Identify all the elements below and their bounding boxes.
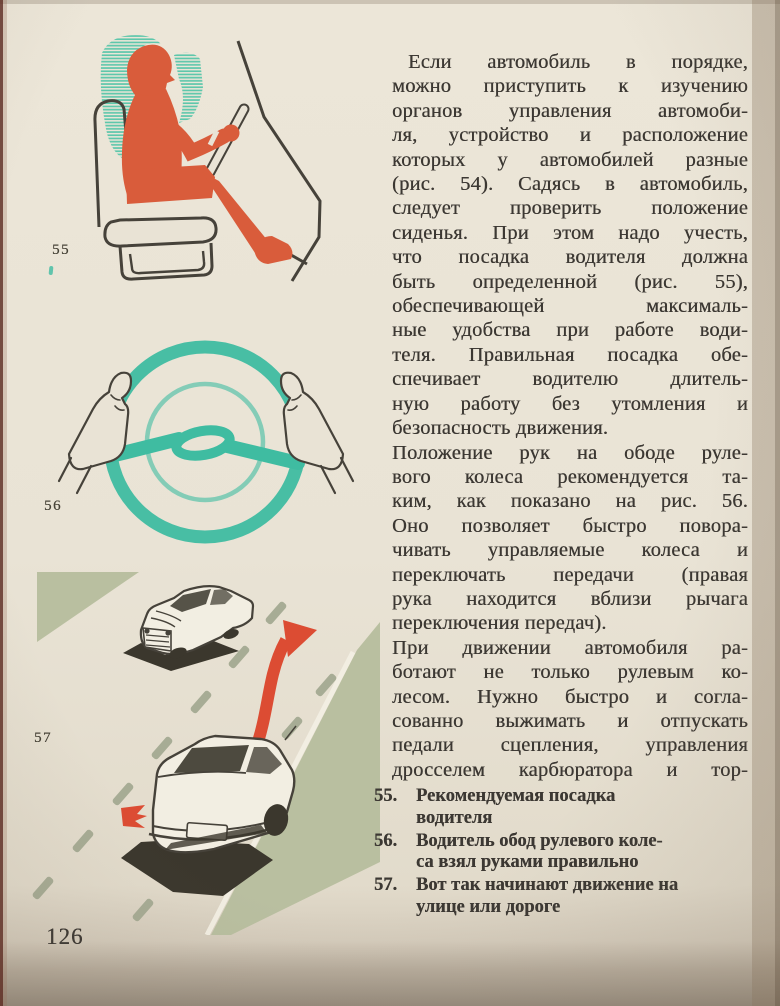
- front-right-wheel: [263, 804, 289, 836]
- driver-figure: [121, 44, 293, 264]
- text-line: сиденья. При этом надо учесть,: [392, 221, 748, 244]
- seat-backrest: [93, 99, 129, 228]
- seat-cushion: [103, 216, 218, 248]
- text-line: сованно выжимать и отпускать: [392, 709, 748, 732]
- caption-number: 56.: [374, 830, 398, 851]
- text-line: педали сцепления, управления: [392, 734, 748, 757]
- caption-text-line: са взял руками правильно: [416, 852, 639, 873]
- left-hand: [57, 371, 133, 495]
- grass-verge-left: [37, 572, 139, 642]
- antenna: [284, 725, 297, 741]
- figure-57-road-scene: [25, 558, 380, 935]
- rear-window: [174, 745, 249, 773]
- caption-text: Водитель обод рулевого коле-са взял рука…: [416, 831, 663, 875]
- text-line: что посадка водителя должна: [392, 246, 748, 269]
- car-bottom-shadow: [121, 840, 273, 896]
- caption-text-line: водителя: [416, 807, 493, 828]
- text-line: Если автомобиль в порядке,: [408, 51, 748, 73]
- road-scene-illustration: [32, 572, 380, 935]
- figure-label-56: 56: [44, 498, 62, 514]
- figure-label-57: 57: [34, 730, 52, 746]
- text-line: При движении автомобиля ра-: [392, 636, 748, 659]
- text-line: лесом. Нужно быстро и согла-: [392, 685, 748, 708]
- body-text-column: Если автомобиль в порядке,можно приступи…: [392, 50, 748, 782]
- text-line: рука находится вблизи рычага: [392, 587, 748, 610]
- text-line: ботают не только рулевым ко-: [392, 661, 748, 684]
- steering-wheel-illustration: [57, 340, 355, 544]
- text-line: вого колеса рекомендуется та-: [392, 465, 748, 488]
- text-line: можно приступить к изучению: [392, 75, 748, 98]
- caption-text-line: Водитель обод рулевого коле-: [416, 830, 663, 851]
- seat-base-inner: [128, 250, 206, 275]
- text-line: обеспечивающей максималь-: [392, 295, 748, 318]
- figure-label-55: 55: [52, 242, 70, 258]
- windshield: [170, 589, 211, 612]
- text-line: переключения передач).: [392, 612, 607, 635]
- caption-text-line: улице или дороге: [416, 896, 561, 917]
- text-line: ную работу без утомления и: [392, 392, 748, 415]
- car-top: [123, 585, 255, 671]
- figure-56-hands-on-wheel: [55, 332, 365, 567]
- text-line: теля. Правильная посадка обе-: [392, 343, 748, 366]
- caption-text-line: Рекомендуемая посадка: [416, 786, 616, 806]
- page-number: 126: [46, 924, 84, 949]
- text-line: ля, устройство и расположение: [392, 124, 748, 147]
- text-line: Положение рук на ободе руле-: [392, 441, 748, 464]
- text-line: переключать передачи (правая: [392, 563, 748, 586]
- caption-number: 57.: [374, 875, 398, 896]
- shirt-cuff: [207, 129, 220, 147]
- windshield-and-floor-line: [236, 40, 322, 282]
- caption-text-line: Вот так начинают движение на: [416, 875, 679, 896]
- text-line: быть определенной (рис. 55),: [392, 270, 748, 293]
- text-line: Оно позволяет быстро повора-: [392, 514, 748, 537]
- seat-base-outer: [118, 242, 214, 281]
- caption-item: 56. Водитель обод рулевого коле-са взял р…: [374, 831, 766, 875]
- text-line: спечивает водителю длитель-: [392, 368, 748, 391]
- right-hand: [279, 371, 355, 495]
- text-line: ные удобства при работе води-: [392, 319, 748, 342]
- text-line: чивать управляемые колеса и: [392, 539, 748, 562]
- text-line: которых у автомобилей разные: [392, 148, 748, 171]
- text-line: (рис. 54). Садясь в автомобиль,: [392, 173, 748, 196]
- turn-arrow: [248, 620, 317, 757]
- text-line: следует проверить положение: [392, 197, 748, 220]
- text-line: безопасность движения.: [392, 417, 609, 440]
- hatched-silhouette-right: [174, 52, 203, 123]
- caption-number: 55.: [374, 786, 398, 806]
- driver-seating-illustration: [93, 35, 322, 282]
- signal-flare: [121, 805, 147, 828]
- text-line: ким, как показано на рис. 56.: [392, 490, 748, 513]
- text-line: органов управления автомоби-: [392, 99, 748, 122]
- steering-wheel-front: [103, 340, 307, 544]
- figure-55-driver-seating: [40, 25, 370, 295]
- car-bottom: [121, 725, 297, 896]
- side-windows: [246, 747, 282, 774]
- side-window: [210, 589, 233, 605]
- text-line: дросселем карбюратора и тор-: [392, 758, 748, 781]
